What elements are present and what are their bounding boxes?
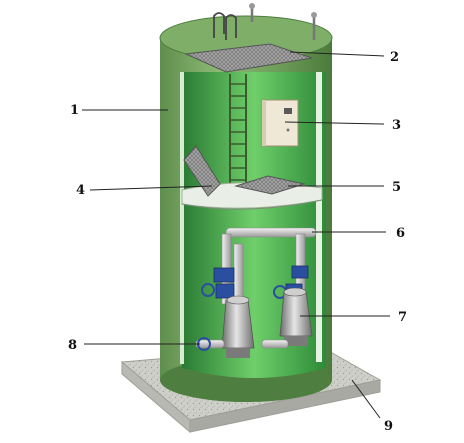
submersible-pump — [279, 287, 313, 346]
control-cabinet — [261, 99, 299, 147]
callout-1: 1 — [70, 103, 79, 118]
leader-lines — [82, 51, 390, 419]
submersible-pump-left — [221, 295, 255, 358]
top-access-hatch — [184, 43, 313, 73]
callout-2: 2 — [390, 50, 399, 65]
vent-posts — [249, 3, 317, 40]
callout-4: 4 — [76, 183, 85, 198]
platform-hatch-open — [183, 145, 221, 197]
callout-5: 5 — [392, 180, 401, 195]
platform-hatch — [234, 175, 306, 195]
callout-9: 9 — [384, 419, 393, 434]
callout-3: 3 — [392, 118, 401, 133]
callout-8: 8 — [68, 338, 77, 353]
callout-7: 7 — [398, 310, 407, 325]
callout-labels: 1 2 3 4 5 6 7 8 9 — [68, 50, 407, 434]
callout-6: 6 — [396, 226, 405, 241]
